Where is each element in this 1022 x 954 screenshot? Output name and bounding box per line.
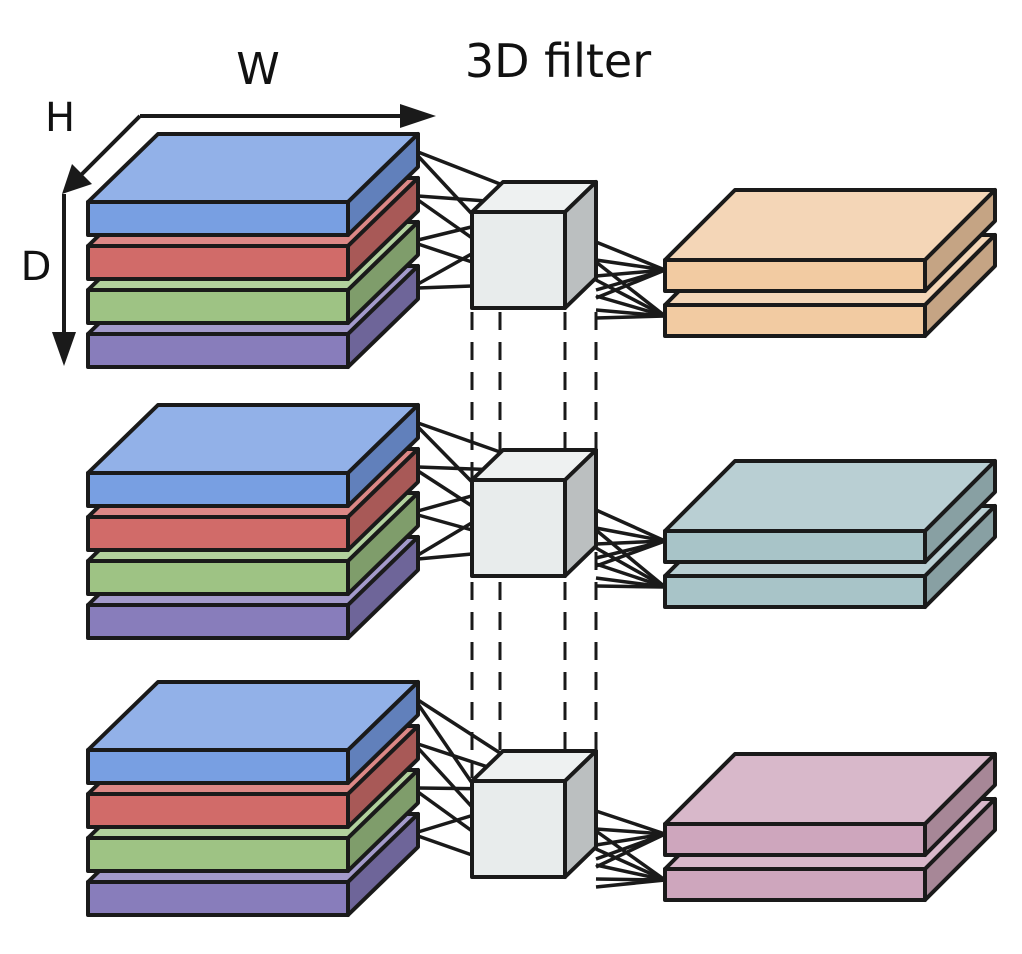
3d-filter-cube <box>470 448 598 578</box>
height-arrowhead-icon <box>62 164 92 194</box>
3d-filter-cube-front-face <box>470 478 567 578</box>
connection-line <box>595 863 666 882</box>
filter-dashed-connectors <box>470 312 598 778</box>
input-layer-purple-front-face <box>86 880 350 917</box>
connection-line <box>595 526 666 543</box>
width-axis-label: W <box>236 44 280 95</box>
output-map-2-front-face <box>663 867 927 902</box>
connection-line <box>595 539 666 546</box>
height-arrow-line <box>78 114 142 178</box>
input-layer-blue-front-face <box>86 471 350 508</box>
connection-line <box>595 827 666 836</box>
connection-line <box>595 539 666 568</box>
connection-line <box>417 284 473 290</box>
connection-line <box>595 314 666 320</box>
output-feature-maps <box>663 752 997 902</box>
input-layer-blue <box>86 680 420 785</box>
connection-line <box>595 878 666 889</box>
input-layer-red-front-face <box>86 515 350 552</box>
input-layer-purple-front-face <box>86 603 350 640</box>
output-map-2-front-face <box>663 303 927 338</box>
diagram-title: 3D filter <box>465 34 651 88</box>
connection-line <box>595 508 666 543</box>
group-1 <box>86 132 997 369</box>
3d-filter-cube <box>470 749 598 879</box>
connection-line <box>595 258 666 272</box>
input-layer-blue-front-face <box>86 748 350 785</box>
output-feature-maps <box>663 188 997 338</box>
connection-line <box>595 268 666 300</box>
group-2 <box>86 403 997 640</box>
output-map-1-front-face <box>663 529 927 564</box>
connection-line <box>595 268 666 278</box>
connection-line <box>416 425 474 484</box>
input-layer-green-front-face <box>86 836 350 873</box>
output-map-2-front-face <box>663 574 927 609</box>
height-axis-label: H <box>45 95 75 141</box>
connection-line <box>594 260 667 318</box>
input-layer-green-front-face <box>86 288 350 325</box>
depth-arrowhead-icon <box>52 332 76 366</box>
input-layer-blue-front-face <box>86 200 350 237</box>
3d-filter-cube-front-face <box>470 210 567 310</box>
connection-line <box>417 698 501 755</box>
input-layer-red-front-face <box>86 244 350 281</box>
connection-line <box>417 552 473 561</box>
connection-line <box>594 829 667 882</box>
input-volume <box>86 680 420 917</box>
filter-to-output-lines <box>594 240 667 320</box>
connection-line <box>416 746 474 809</box>
connection-line <box>595 546 666 589</box>
output-map-1 <box>663 188 997 293</box>
connection-line <box>595 278 666 318</box>
3d-filter-cube <box>470 180 598 310</box>
output-feature-maps <box>663 459 997 609</box>
input-layer-red-front-face <box>86 792 350 829</box>
connection-line <box>417 469 473 508</box>
output-map-1 <box>663 752 997 857</box>
input-layer-blue <box>86 403 420 508</box>
input-layer-green-front-face <box>86 559 350 596</box>
width-arrowhead-icon <box>400 104 436 128</box>
filter-to-output-lines <box>594 508 667 589</box>
connection-line <box>595 832 666 869</box>
group-3 <box>86 680 997 917</box>
filter-to-output-lines <box>594 809 667 889</box>
connection-line <box>595 240 666 272</box>
connection-line <box>416 790 474 833</box>
connection-line <box>417 834 473 857</box>
axis-arrows <box>52 104 436 366</box>
connection-line <box>595 562 666 589</box>
input-volume <box>86 132 420 369</box>
connection-line <box>416 198 474 240</box>
connection-line <box>594 528 667 589</box>
3d-filter-cube-front-face <box>470 779 567 879</box>
connection-line <box>416 154 474 216</box>
connection-line <box>595 832 666 847</box>
depth-axis-label: D <box>21 244 52 290</box>
input-layer-purple-front-face <box>86 332 350 369</box>
connection-line <box>595 847 666 882</box>
output-map-1-front-face <box>663 258 927 293</box>
input-volume <box>86 403 420 640</box>
connection-line <box>595 584 666 589</box>
connection-line <box>417 150 501 186</box>
connection-line <box>595 294 666 318</box>
connection-line <box>595 809 666 836</box>
input-layer-blue <box>86 132 420 237</box>
connection-line <box>416 703 474 784</box>
connection-line <box>417 421 501 454</box>
output-map-1-front-face <box>663 822 927 857</box>
output-map-1 <box>663 459 997 564</box>
